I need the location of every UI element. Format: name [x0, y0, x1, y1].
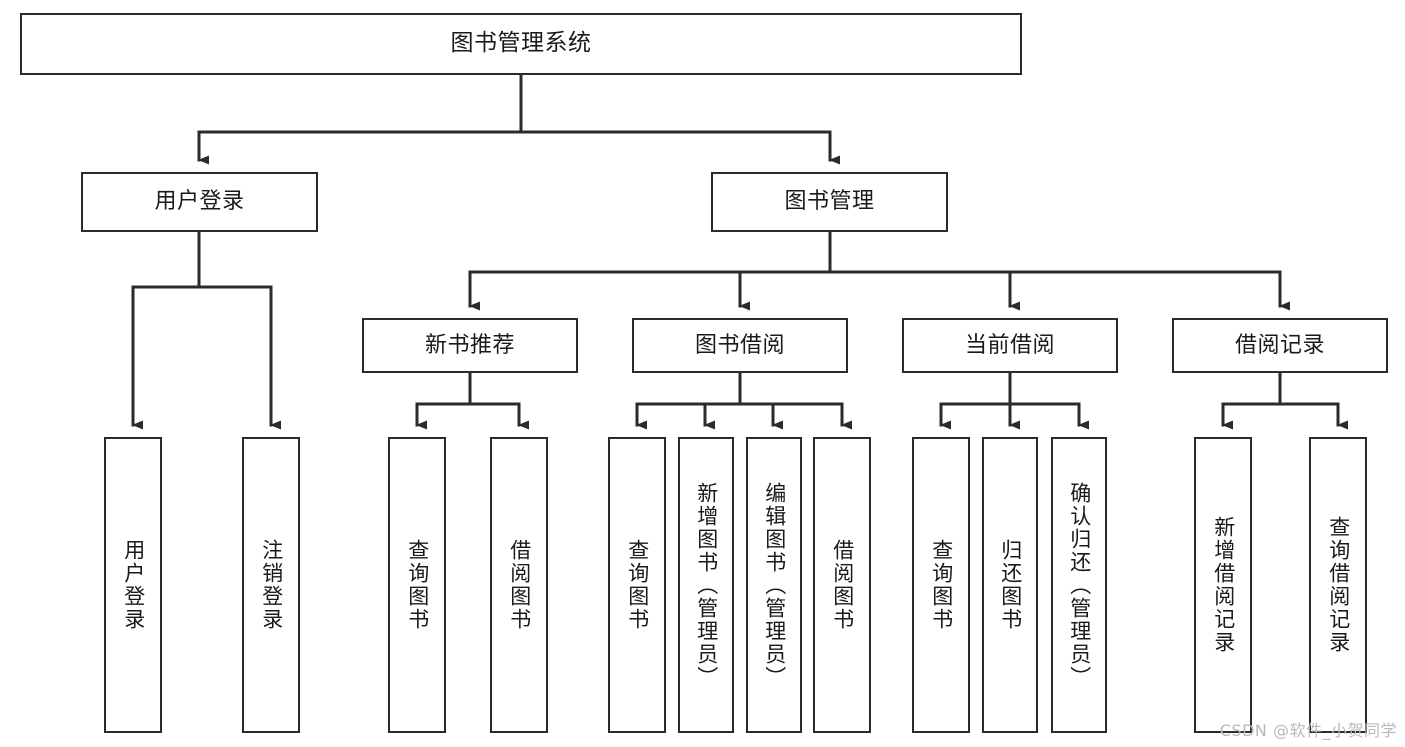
node-book-borrow-label: 图书借阅	[694, 332, 785, 358]
node-current-borrow[interactable]: 当前借阅	[902, 318, 1118, 373]
csdn-watermark: CSDN @软件_小贺同学	[1219, 721, 1397, 740]
node-leaf-return-book-label: 归还图书	[998, 539, 1023, 631]
node-leaf-query-record-label: 查询借阅记录	[1326, 516, 1351, 654]
node-book-manage[interactable]: 图书管理	[711, 172, 948, 232]
node-leaf-query-book-3[interactable]: 查询图书	[912, 437, 970, 733]
node-leaf-query-book-3-label: 查询图书	[929, 539, 954, 631]
node-leaf-logout-label: 注销登录	[259, 539, 284, 631]
node-leaf-query-book-1[interactable]: 查询图书	[388, 437, 446, 733]
node-borrow-record[interactable]: 借阅记录	[1172, 318, 1388, 373]
node-leaf-query-book-1-label: 查询图书	[405, 539, 430, 631]
node-book-borrow[interactable]: 图书借阅	[632, 318, 848, 373]
node-leaf-user-login[interactable]: 用户登录	[104, 437, 162, 733]
node-leaf-edit-book-label: 编辑图书（管理员）	[762, 481, 787, 689]
node-leaf-borrow-book-2[interactable]: 借阅图书	[813, 437, 871, 733]
node-leaf-borrow-book-1-label: 借阅图书	[507, 539, 532, 631]
node-new-book-recommend[interactable]: 新书推荐	[362, 318, 578, 373]
node-leaf-confirm-return[interactable]: 确认归还（管理员）	[1051, 437, 1107, 733]
node-leaf-user-login-label: 用户登录	[121, 539, 146, 631]
node-leaf-logout[interactable]: 注销登录	[242, 437, 300, 733]
node-root-label: 图书管理系统	[450, 30, 592, 57]
node-leaf-borrow-book-2-label: 借阅图书	[830, 539, 855, 631]
node-leaf-borrow-book-1[interactable]: 借阅图书	[490, 437, 548, 733]
node-current-borrow-label: 当前借阅	[964, 332, 1055, 358]
node-leaf-add-record-label: 新增借阅记录	[1211, 516, 1236, 654]
node-leaf-add-book[interactable]: 新增图书（管理员）	[678, 437, 734, 733]
node-user-login-label: 用户登录	[154, 189, 245, 215]
node-root[interactable]: 图书管理系统	[20, 13, 1022, 75]
node-borrow-record-label: 借阅记录	[1234, 332, 1325, 358]
node-leaf-add-book-label: 新增图书（管理员）	[694, 481, 719, 689]
node-leaf-edit-book[interactable]: 编辑图书（管理员）	[746, 437, 802, 733]
node-user-login[interactable]: 用户登录	[81, 172, 318, 232]
node-leaf-add-record[interactable]: 新增借阅记录	[1194, 437, 1252, 733]
node-new-book-recommend-label: 新书推荐	[424, 332, 515, 358]
node-leaf-query-book-2-label: 查询图书	[625, 539, 650, 631]
node-leaf-return-book[interactable]: 归还图书	[982, 437, 1038, 733]
node-book-manage-label: 图书管理	[784, 189, 875, 215]
node-leaf-confirm-return-label: 确认归还（管理员）	[1067, 481, 1092, 689]
node-leaf-query-record[interactable]: 查询借阅记录	[1309, 437, 1367, 733]
node-leaf-query-book-2[interactable]: 查询图书	[608, 437, 666, 733]
